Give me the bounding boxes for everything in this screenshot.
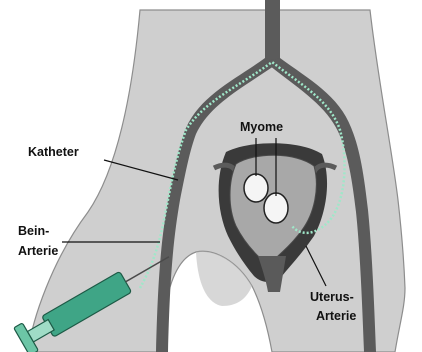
label-uterus-arterie-line1: Uterus- xyxy=(310,290,354,305)
label-bein-arterie-line2: Arterie xyxy=(18,244,58,259)
label-bein-arterie-line1: Bein- xyxy=(18,224,49,239)
fibroid-left xyxy=(244,174,268,202)
fibroid-right xyxy=(264,193,288,223)
label-uterus-arterie-line2: Arterie xyxy=(316,309,356,324)
aorta xyxy=(265,0,280,60)
label-katheter: Katheter xyxy=(28,145,79,160)
label-myome: Myome xyxy=(240,120,283,135)
